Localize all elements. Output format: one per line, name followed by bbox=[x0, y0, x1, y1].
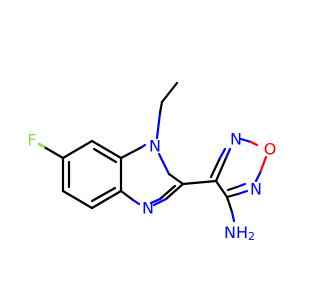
oxadiazole-c4-n3-double-carbon-part bbox=[209, 156, 222, 179]
imidazole-c2-n3-double-nitrogen-part bbox=[149, 197, 162, 205]
oxadiazole-c4-n3-carbon-part bbox=[214, 156, 228, 183]
oxadiazole-n5-label: N bbox=[250, 180, 262, 199]
amine-main-label: NH bbox=[224, 223, 248, 242]
amine-label: NH2 bbox=[224, 223, 255, 244]
ethyl-n-ch2-nitrogen-part bbox=[155, 111, 162, 140]
chemical-structure: F N N N O N NH2 bbox=[27, 81, 276, 244]
ethyl-n-ch2-carbon-part bbox=[158, 100, 164, 115]
benzene-bond-6 bbox=[61, 139, 94, 160]
benzimidazole-n3-label: N bbox=[142, 199, 154, 218]
imidazole-n1-c2-nitrogen-part bbox=[157, 152, 171, 176]
oxadiazole-c5-c4-bond bbox=[214, 179, 229, 199]
atom-label-layer: F N N N O N NH2 bbox=[27, 130, 276, 244]
oxadiazole-o1-label: O bbox=[264, 140, 277, 159]
benzimidazole-n1-label: N bbox=[149, 137, 161, 156]
oxadiazole-n1-c5-carbon-part bbox=[225, 192, 240, 199]
oxadiazole-n1-c5-double-nitrogen-part bbox=[235, 182, 247, 189]
imidazole-c2-n3-double-carbon-part bbox=[158, 184, 177, 201]
oxadiazole-c4-n3-double-nitrogen-part bbox=[218, 147, 227, 160]
imidazole-n3-c3a-carbon-part bbox=[119, 189, 135, 202]
benzene-bond-3 bbox=[90, 189, 123, 210]
imidazole-c7a-n1-nitrogen-part bbox=[140, 143, 147, 149]
imidazole-c2-n3-carbon-part bbox=[164, 182, 185, 201]
ethyl-ch2-ch3 bbox=[160, 81, 179, 104]
imidazole-n3-c3a-nitrogen-part bbox=[131, 198, 141, 206]
benzene-bond-4 bbox=[61, 189, 94, 210]
bond-layer bbox=[37, 81, 268, 223]
amine-bond-nitrogen-part bbox=[230, 210, 236, 223]
oxadiazole-o2-n1-oxygen-part bbox=[258, 155, 268, 175]
amine-subscript-label: 2 bbox=[248, 230, 255, 243]
oxadiazole-n3-o2-oxygen-part bbox=[249, 140, 259, 147]
cf-bond-fluorine-part bbox=[37, 142, 46, 149]
oxadiazole-n1-c5-double-carbon-part bbox=[226, 185, 239, 192]
benzene-inner-double-1 bbox=[92, 147, 118, 164]
fluorine-label: F bbox=[27, 131, 36, 150]
oxadiazole-o2-n1-nitrogen-part bbox=[254, 171, 262, 183]
oxadiazole-n3-o2-nitrogen-part bbox=[239, 137, 253, 144]
oxadiazole-n2-label: N bbox=[230, 130, 242, 149]
benzene-inner-double-2 bbox=[90, 186, 117, 203]
imidazole-c7a-n1-carbon-part bbox=[119, 145, 144, 160]
oxadiazole-n1-c5-nitrogen-part bbox=[236, 189, 249, 196]
molecule-canvas: F N N N O N NH2 bbox=[27, 81, 277, 244]
benzene-bond-1 bbox=[90, 139, 123, 160]
benzimidazole-oxadiazole-bond bbox=[181, 179, 218, 186]
amine-bond-carbon-part bbox=[225, 195, 234, 214]
oxadiazole-c4-n3-nitrogen-part bbox=[224, 147, 232, 160]
imidazole-n1-c2-carbon-part bbox=[167, 172, 185, 186]
imidazole-c2-n3-nitrogen-part bbox=[152, 197, 168, 207]
